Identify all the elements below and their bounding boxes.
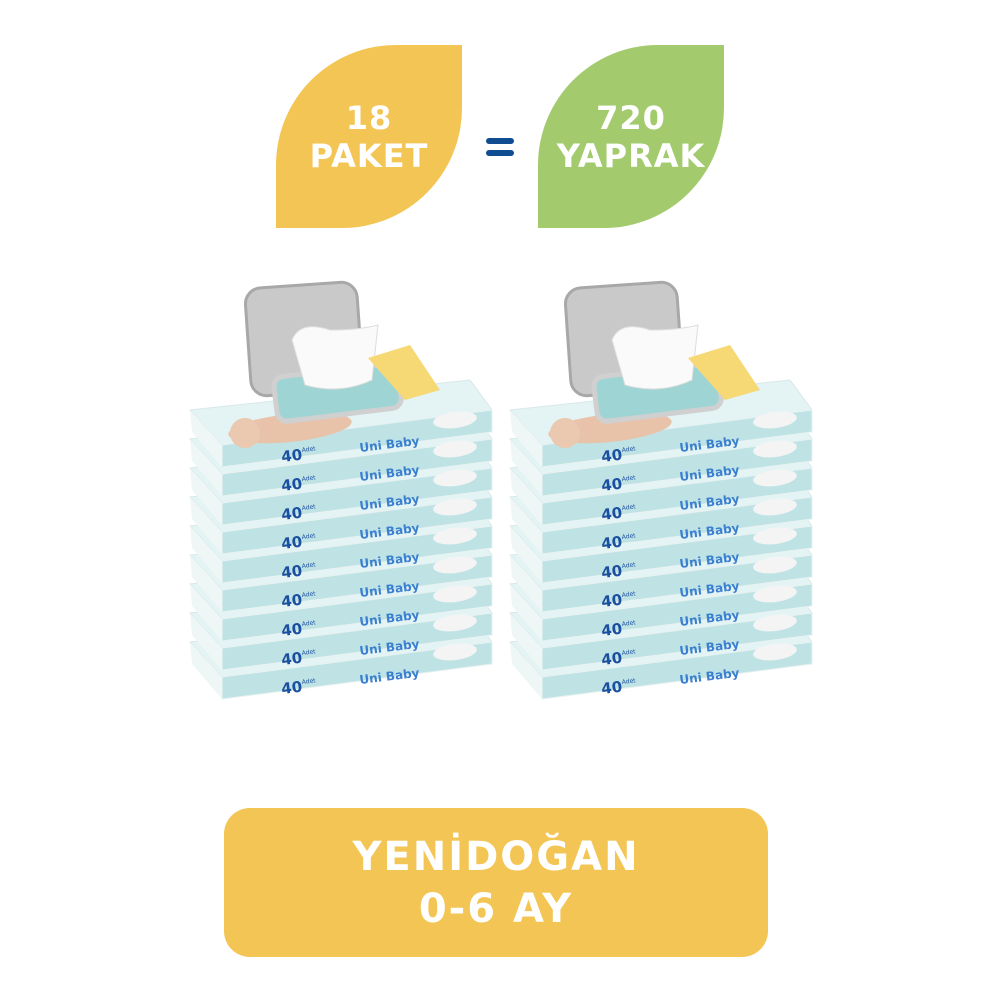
pack-seal	[190, 497, 222, 554]
pack-seal	[190, 613, 222, 670]
pack-count-label: 40	[280, 475, 303, 495]
age-range-banner: YENİDOĞAN 0-6 AY	[224, 808, 768, 957]
cloud-graphic	[433, 643, 477, 661]
pack-count-label: 40	[280, 620, 303, 640]
cloud-graphic	[753, 411, 797, 429]
pack-count-unit: Adet	[301, 648, 316, 657]
pack-seal	[510, 584, 542, 641]
baby-head	[550, 418, 580, 448]
pack-count-unit: Adet	[621, 503, 636, 512]
pack-count-label: 40	[600, 504, 623, 524]
pack-count-label: 40	[280, 591, 303, 611]
cloud-graphic	[753, 469, 797, 487]
pack-seal	[190, 584, 222, 641]
pack-count-unit: Adet	[301, 619, 316, 628]
pack-count-unit: Adet	[621, 445, 636, 454]
cloud-graphic	[753, 440, 797, 458]
banner-age: 0-6 AY	[418, 885, 574, 932]
pack-count-label: 40	[280, 562, 303, 582]
package-unit: PAKET	[309, 136, 429, 175]
banner-title: YENİDOĞAN	[352, 833, 640, 880]
wipe-icon	[291, 324, 379, 390]
package-count: 18	[345, 98, 393, 137]
cloud-graphic	[753, 614, 797, 632]
pack-seal	[190, 439, 222, 496]
pack-seal	[190, 526, 222, 583]
pack-seal	[510, 642, 542, 699]
pack-count-unit: Adet	[301, 474, 316, 483]
age-label	[368, 345, 440, 400]
pack-count-label: 40	[600, 475, 623, 495]
wipe-icon	[611, 324, 699, 390]
pack-count-unit: Adet	[621, 590, 636, 599]
pack-count-unit: Adet	[301, 561, 316, 570]
sheet-count: 720	[596, 98, 666, 137]
pack-count-unit: Adet	[301, 677, 316, 686]
pack-seal	[510, 613, 542, 670]
pack-count-label: 40	[280, 504, 303, 524]
sheet-unit: YAPRAK	[556, 136, 706, 175]
pack-seal	[510, 526, 542, 583]
pack-seal	[190, 642, 222, 699]
pack-count-unit: Adet	[621, 677, 636, 686]
pack-count-unit: Adet	[621, 474, 636, 483]
age-label	[688, 345, 760, 400]
pack-count-label: 40	[600, 446, 623, 466]
pack-count-label: 40	[600, 649, 623, 669]
pack-seal	[510, 410, 542, 467]
pack-count-unit: Adet	[621, 648, 636, 657]
pack-count-unit: Adet	[301, 532, 316, 541]
cloud-graphic	[433, 440, 477, 458]
pack-count-label: 40	[280, 678, 303, 698]
cloud-graphic	[433, 556, 477, 574]
equals-sign	[486, 138, 514, 162]
pack-seal	[190, 410, 222, 467]
pack-count-label: 40	[280, 533, 303, 553]
cloud-graphic	[753, 527, 797, 545]
pack-seal	[190, 468, 222, 525]
pack-count-unit: Adet	[301, 590, 316, 599]
pack-count-unit: Adet	[621, 619, 636, 628]
cloud-graphic	[433, 469, 477, 487]
cloud-graphic	[753, 498, 797, 516]
cloud-graphic	[753, 556, 797, 574]
pack-count-unit: Adet	[301, 445, 316, 454]
cloud-graphic	[433, 498, 477, 516]
pack-seal	[510, 555, 542, 612]
pack-count-label: 40	[600, 591, 623, 611]
cloud-graphic	[753, 643, 797, 661]
pack-count-unit: Adet	[621, 532, 636, 541]
pack-count-label: 40	[600, 678, 623, 698]
pack-seal	[510, 468, 542, 525]
pack-count-label: 40	[280, 446, 303, 466]
cloud-graphic	[433, 614, 477, 632]
pack-seal	[510, 439, 542, 496]
pack-seal	[190, 555, 222, 612]
pack-count-unit: Adet	[621, 561, 636, 570]
cloud-graphic	[433, 585, 477, 603]
cloud-graphic	[753, 585, 797, 603]
baby-head	[230, 418, 260, 448]
cloud-graphic	[433, 527, 477, 545]
pack-seal	[510, 497, 542, 554]
pack-count-label: 40	[600, 562, 623, 582]
cloud-graphic	[433, 411, 477, 429]
pack-count-label: 40	[280, 649, 303, 669]
pack-count-unit: Adet	[301, 503, 316, 512]
pack-count-label: 40	[600, 533, 623, 553]
pack-count-label: 40	[600, 620, 623, 640]
